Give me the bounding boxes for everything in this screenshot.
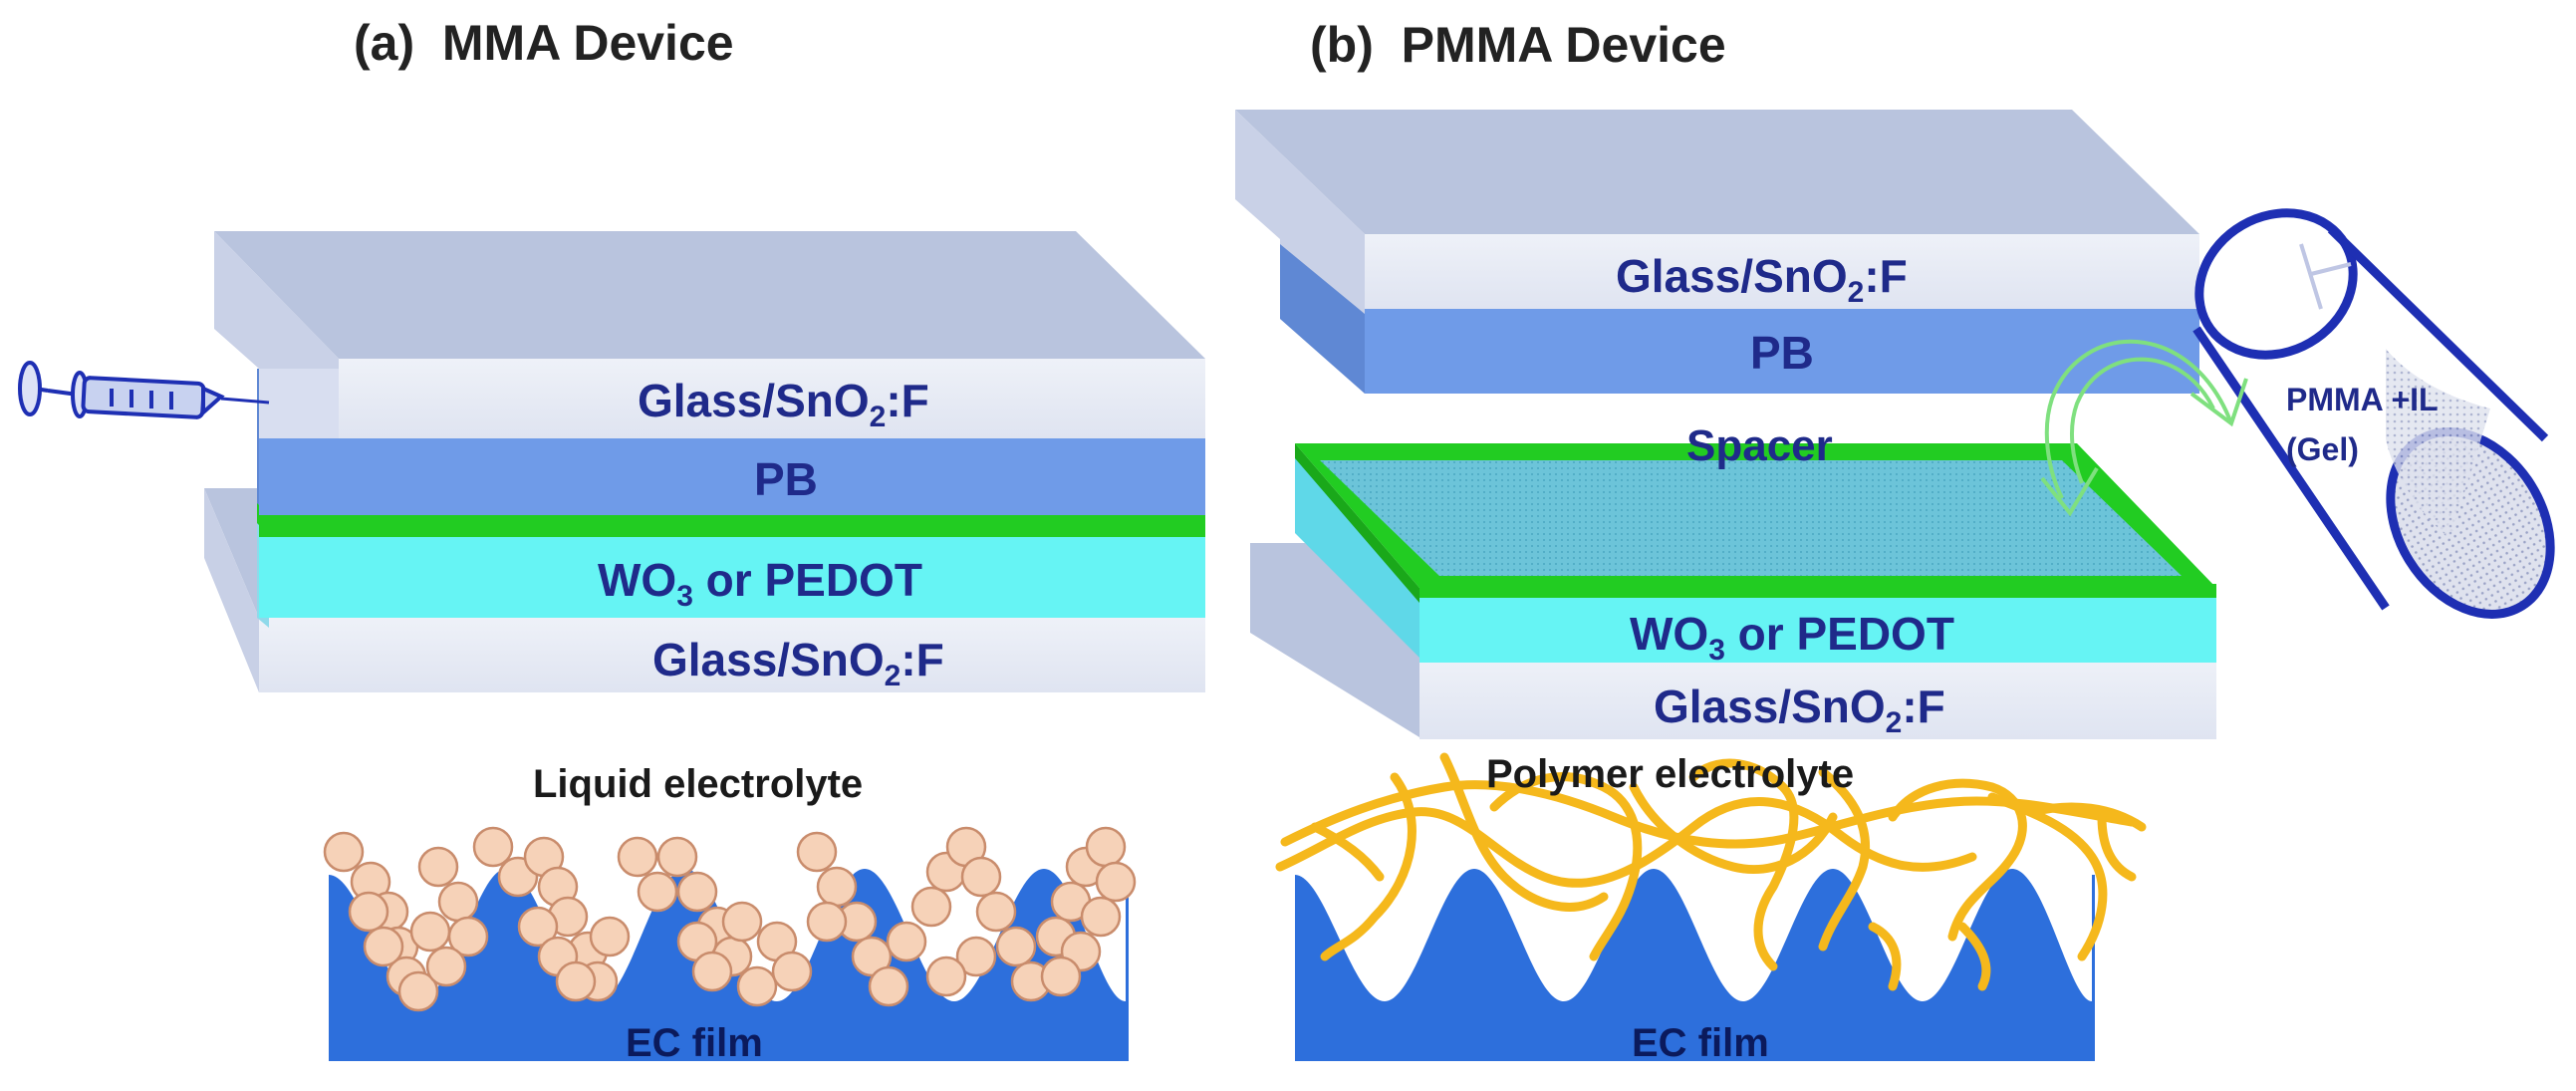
- electrolyte-bubble: [975, 891, 1017, 933]
- electrolyte-label-a: Liquid electrolyte: [533, 762, 863, 806]
- panel-a-title: (a) MMA Device: [354, 15, 734, 71]
- electrolyte-bubble: [397, 970, 439, 1012]
- panel-b: (b) PMMA Device Glass/SnO2:: [1235, 17, 2555, 1065]
- electrolyte-bubble: [960, 856, 1002, 898]
- top-glass-label-b: Glass/SnO2:F: [1616, 250, 1908, 309]
- beaker-label-line2: (Gel): [2286, 431, 2359, 467]
- electrolyte-bubble: [691, 951, 733, 992]
- electrolyte-bubble: [637, 871, 678, 913]
- electrolyte-bubble: [736, 965, 778, 1007]
- top-glass-label-a: Glass/SnO2:F: [638, 375, 929, 433]
- top-glass-plate-a: [214, 231, 1205, 438]
- top-glass-plate-b: [1235, 110, 2199, 394]
- panel-b-title: (b) PMMA Device: [1310, 17, 1726, 73]
- ec-film-b: [1295, 869, 2095, 1061]
- beaker-icon: [2192, 208, 2555, 619]
- electrolyte-bubble: [417, 846, 459, 888]
- electrolyte-bubble: [1095, 861, 1137, 903]
- ec-film-label-b: EC film: [1632, 1021, 1769, 1065]
- beaker-label-line1: PMMA +IL: [2286, 382, 2439, 417]
- electrolyte-bubble: [323, 831, 365, 873]
- electrolyte-bubble: [995, 926, 1037, 967]
- electrolyte-bubble: [910, 886, 952, 928]
- syringe-icon: [18, 361, 270, 419]
- electrolyte-bubble: [437, 881, 479, 923]
- liquid-electrolyte-bubbles: [323, 826, 1137, 1012]
- electrolyte-bubble: [348, 891, 389, 933]
- electrolyte-bubble: [721, 901, 763, 943]
- pb-label-b: PB: [1750, 327, 1814, 379]
- spacer-label-b: Spacer: [1686, 421, 1833, 470]
- wo3-layer-b: [1295, 448, 2216, 663]
- electrolyte-bubble: [425, 946, 467, 987]
- pb-layer-a: [257, 369, 1205, 515]
- electrolyte-bubble: [955, 936, 997, 977]
- electrolyte-bubble: [886, 921, 927, 962]
- bottom-glass-label-a: Glass/SnO2:F: [652, 634, 944, 692]
- electrolyte-bubble: [1085, 826, 1127, 868]
- wo3-label-b: WO3 or PEDOT: [1630, 608, 1954, 667]
- bottom-glass-plate-b: [1250, 543, 2216, 739]
- electrolyte-bubble: [409, 911, 451, 953]
- electrolyte-bubble: [617, 836, 658, 878]
- electrolyte-bubble: [806, 901, 848, 943]
- electrolyte-bubble: [1040, 955, 1082, 997]
- electrolyte-bubble: [517, 906, 559, 948]
- wo3-label-a: WO3 or PEDOT: [598, 554, 922, 613]
- electrolyte-bubble: [656, 836, 698, 878]
- electrolyte-bubble: [925, 955, 967, 997]
- electrolyte-label-b: Polymer electrolyte: [1486, 752, 1854, 796]
- spacer-frame-b: [1295, 443, 2216, 603]
- electrolyte-bubble: [796, 831, 838, 873]
- electrolyte-bubble: [816, 866, 858, 908]
- ec-film-label-a: EC film: [626, 1021, 763, 1065]
- wo3-layer-a: [257, 508, 1205, 628]
- electrolyte-bubble: [771, 951, 813, 992]
- electrolyte-bubble: [472, 826, 514, 868]
- electrolyte-bubble: [676, 871, 718, 913]
- panel-a: (a) MMA Device: [18, 15, 1205, 1065]
- electrolyte-bubble: [868, 965, 909, 1007]
- electrolyte-bubble: [555, 960, 597, 1002]
- pour-arrow-icon: [2040, 339, 2248, 517]
- bottom-glass-plate-a: [204, 488, 1205, 692]
- electrolyte-bubble: [1080, 896, 1122, 938]
- pb-label-a: PB: [754, 453, 818, 505]
- electrolyte-bubble: [363, 926, 404, 967]
- electrolyte-bubble: [589, 916, 631, 957]
- bottom-glass-label-b: Glass/SnO2:F: [1654, 681, 1945, 739]
- polymer-electrolyte-strands: [1275, 752, 2147, 991]
